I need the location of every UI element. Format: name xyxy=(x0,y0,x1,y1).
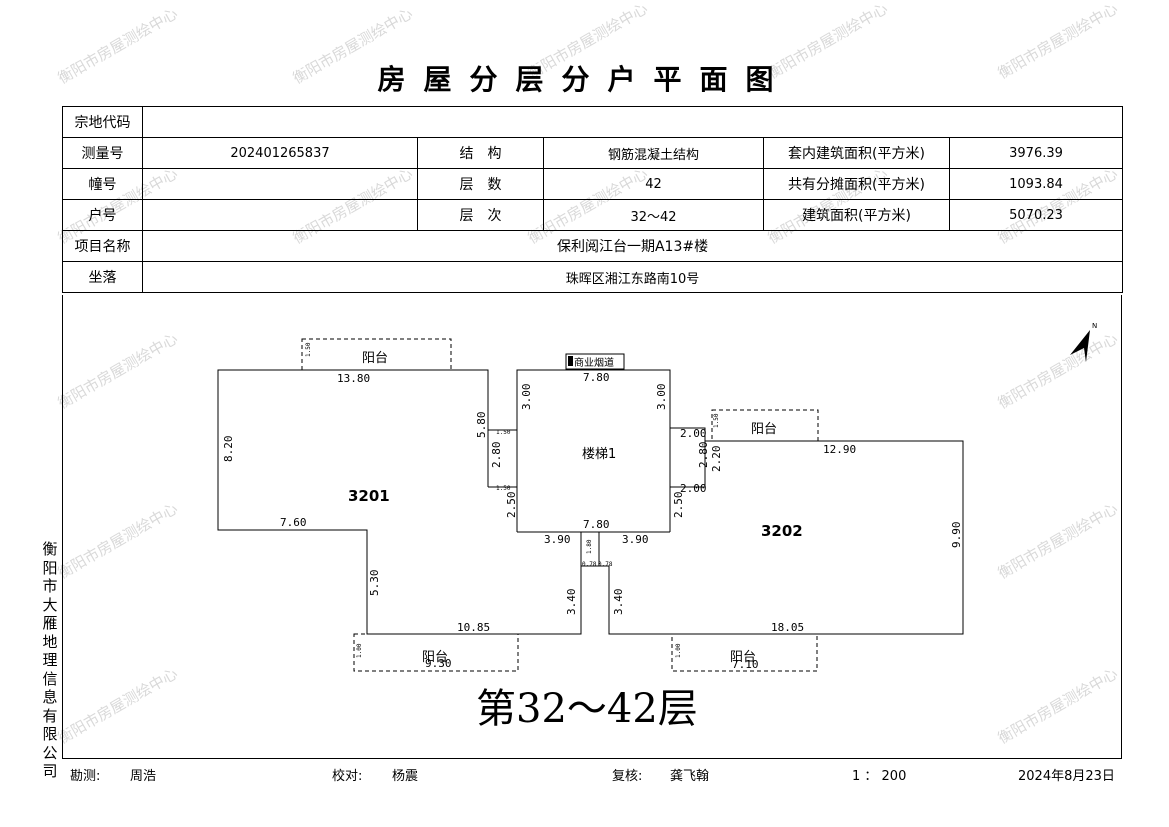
dim-label: 7.60 xyxy=(280,516,307,529)
inner-area-value: 3976.39 xyxy=(948,137,1124,169)
dim-label: 2.20 xyxy=(710,446,723,473)
balcony-bottom-right xyxy=(671,633,818,672)
table-row: 宗地代码 xyxy=(62,106,1124,138)
floor-plan-frame xyxy=(62,295,1122,759)
dim-label: 2.80 xyxy=(697,442,710,469)
balcony-label: 阳台 xyxy=(422,650,448,665)
dim-label: 8.20 xyxy=(222,436,235,463)
reviewer-label: 复核: xyxy=(612,769,643,784)
unit-3202-label: 3202 xyxy=(761,522,803,540)
balcony-label: 阳台 xyxy=(362,351,388,366)
table-row: 幢号 层 数 42 共有分摊面积(平方米) 1093.84 xyxy=(62,168,1124,200)
checker-label: 校对: xyxy=(332,769,363,784)
balcony-top-left xyxy=(301,338,452,371)
dim-label: 2.00 xyxy=(680,482,707,495)
structure-value: 钢筋混凝土结构 xyxy=(543,137,764,169)
date-text: 2024年8月23日 xyxy=(1018,769,1115,784)
dim-label: 2.50 xyxy=(505,492,518,519)
unit-3201-outline xyxy=(217,369,964,635)
dim-label-small: 1.50 xyxy=(305,342,312,357)
floor-caption: 第32～42层 xyxy=(476,686,698,732)
dim-label-small: 0.78 xyxy=(582,561,597,568)
dim-label-small: 1.50 xyxy=(496,485,511,492)
dim-label: 10.85 xyxy=(457,621,490,634)
build-area-label: 建筑面积(平方米) xyxy=(763,199,950,231)
dim-label: 5.80 xyxy=(475,412,488,439)
table-row: 测量号 202401265837 结 构 钢筋混凝土结构 套内建筑面积(平方米)… xyxy=(62,137,1124,169)
dim-label: 9.90 xyxy=(950,522,963,549)
balcony-bottom-left xyxy=(353,633,519,672)
surveyor-value: 周浩 xyxy=(130,769,157,784)
dim-label: 13.80 xyxy=(337,372,370,385)
project-value: 保利阅江台一期A13#楼 xyxy=(141,230,1124,262)
north-arrow-icon: N xyxy=(1070,322,1097,362)
dim-label: 7.10 xyxy=(732,658,759,671)
location-value: 珠晖区湘江东路南10号 xyxy=(141,261,1124,293)
dim-label-small: 1.80 xyxy=(586,539,593,554)
shaft-label: 商业烟道 xyxy=(574,356,614,369)
dim-label: 3.40 xyxy=(612,589,625,616)
stair-label: 楼梯1 xyxy=(582,447,616,462)
dim-label: 3.90 xyxy=(622,533,649,546)
dim-label: 9.30 xyxy=(425,657,452,670)
survey-no-value: 202401265837 xyxy=(142,137,418,169)
zongdi-label: 宗地代码 xyxy=(62,106,143,138)
dim-label: 7.80 xyxy=(583,518,610,531)
shaft-box xyxy=(565,353,625,370)
surveyor-label: 勘测: xyxy=(70,769,101,784)
checker-value: 杨震 xyxy=(392,769,419,784)
dim-label: 2.80 xyxy=(490,442,503,469)
scale-text: 1 ： 200 xyxy=(852,769,907,784)
shared-area-label: 共有分摊面积(平方米) xyxy=(763,168,950,200)
dim-label: 3.40 xyxy=(565,589,578,616)
reviewer-value: 龚飞翰 xyxy=(670,769,710,784)
dim-label-small: 1.00 xyxy=(675,643,682,658)
dim-label: 2.50 xyxy=(672,492,685,519)
svg-text:N: N xyxy=(1092,322,1097,330)
floors-label: 层 数 xyxy=(417,168,544,200)
zongdi-value xyxy=(141,106,1124,138)
location-label: 坐落 xyxy=(62,261,143,293)
balcony-label: 阳台 xyxy=(751,422,777,437)
balcony-label: 阳台 xyxy=(730,650,756,665)
dim-label: 7.80 xyxy=(583,371,610,384)
dim-label: 3.00 xyxy=(655,384,668,411)
table-row: 项目名称 保利阅江台一期A13#楼 xyxy=(62,230,1124,262)
dim-label-small: 1.00 xyxy=(356,643,363,658)
dim-label: 18.05 xyxy=(771,621,804,634)
dim-label: 2.00 xyxy=(680,427,707,440)
unit-3201-label: 3201 xyxy=(348,487,390,505)
dim-label: 5.30 xyxy=(368,570,381,597)
dim-label-small: 1.50 xyxy=(713,413,720,428)
floor-range-label: 层 次 xyxy=(417,199,544,231)
company-name-vertical: 衡阳市大雁地理信息有限公司 xyxy=(42,540,58,780)
table-row: 户号 层 次 32～42 建筑面积(平方米) 5070.23 xyxy=(62,199,1124,231)
dim-label: 12.90 xyxy=(823,443,856,456)
dim-label: 3.90 xyxy=(544,533,571,546)
dim-label: 3.00 xyxy=(520,384,533,411)
unit-label: 户号 xyxy=(62,199,143,231)
info-table: 宗地代码 测量号 202401265837 结 构 钢筋混凝土结构 套内建筑面积… xyxy=(62,106,1124,293)
balcony-top-right xyxy=(711,409,819,442)
dim-label-small: 1.50 xyxy=(496,429,511,436)
shaft-icon xyxy=(568,356,573,366)
dim-label-small: 0.78 xyxy=(598,561,613,568)
building-label: 幢号 xyxy=(62,168,143,200)
table-row: 坐落 珠晖区湘江东路南10号 xyxy=(62,261,1124,293)
page-title: 房屋分层分户平面图 xyxy=(377,63,792,96)
shared-area-value: 1093.84 xyxy=(948,168,1124,200)
survey-no-label: 测量号 xyxy=(62,137,143,169)
